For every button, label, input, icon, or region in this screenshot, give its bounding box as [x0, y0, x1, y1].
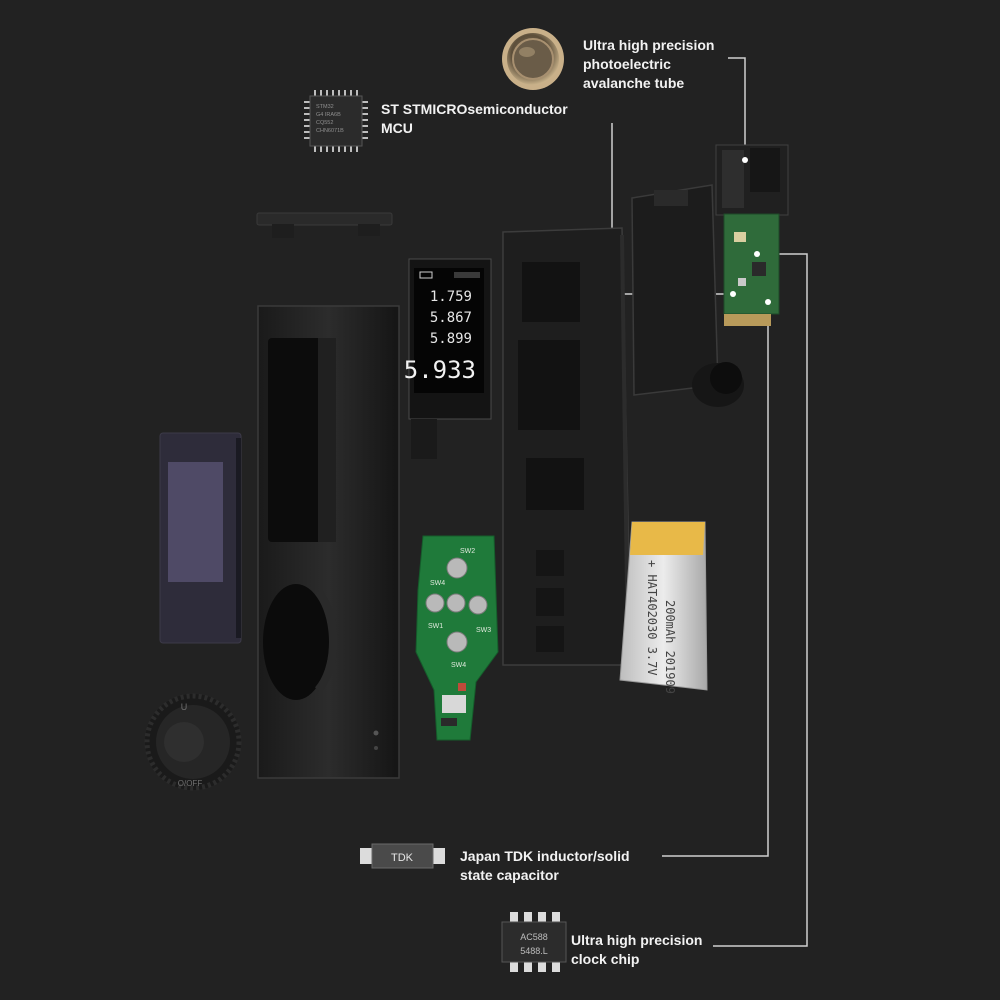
lcd-module: 1.759 5.867 5.899 5.933 — [404, 258, 492, 459]
callout-photodiode-line-3: avalanche tube — [583, 75, 685, 91]
leader-clock — [713, 253, 808, 947]
callout-tdk-line-1: Japan TDK inductor/solid — [460, 848, 630, 864]
mcu-chip-text-2: G4 IRA6B — [316, 112, 341, 118]
power-button-label: O/OFF — [178, 779, 203, 788]
mcu-chip-text-1: STM32 — [316, 104, 334, 110]
screen-panel — [159, 432, 242, 644]
clock-chip-text-2: 5488.L — [520, 946, 548, 956]
leader-tdk — [662, 302, 769, 857]
callout-mcu: ST STMICROsemiconductor MCU — [381, 100, 601, 138]
callout-clock-line-2: clock chip — [571, 951, 640, 967]
keypad-pcb: SW2 SW4 SW1 SW3 SW4 — [415, 535, 499, 741]
key-label-2: SW4 — [430, 580, 445, 587]
clock-chip: AC588 5488.L — [501, 912, 567, 972]
power-button: U O/OFF — [144, 693, 242, 791]
mcu-chip: STM32 G4 IRA6B CQ552 CHN6071B — [304, 90, 368, 152]
laser-pcb — [715, 144, 789, 326]
callout-clock-line-1: Ultra high precision — [571, 932, 703, 948]
rear-frame — [631, 184, 744, 407]
callout-photodiode: Ultra high precision photoelectric avala… — [583, 36, 743, 93]
leader-photodiode — [728, 57, 746, 160]
key-label-1: SW2 — [460, 548, 475, 555]
key-label-3: SW1 — [428, 623, 443, 630]
top-cap — [256, 212, 393, 238]
lcd-main-value: 5.933 — [404, 356, 476, 384]
callout-mcu-line-2: MCU — [381, 120, 413, 136]
key-label-5: SW4 — [451, 662, 466, 669]
inner-frame — [502, 227, 632, 666]
main-housing — [257, 305, 400, 779]
photodiode-lens — [502, 28, 564, 90]
callout-mcu-line-1: ST STMICROsemiconductor — [381, 101, 568, 117]
clock-chip-text-1: AC588 — [520, 932, 548, 942]
key-label-4: SW3 — [476, 627, 491, 634]
callout-photodiode-line-2: photoelectric — [583, 56, 671, 72]
mcu-chip-text-3: CQ552 — [316, 120, 333, 126]
callout-photodiode-line-1: Ultra high precision — [583, 37, 715, 53]
lcd-row-3: 5.899 — [430, 331, 472, 347]
power-button-mark: U — [181, 702, 188, 712]
callout-tdk: Japan TDK inductor/solid state capacitor — [460, 847, 660, 885]
tdk-part: TDK — [360, 843, 445, 869]
callout-clock: Ultra high precision clock chip — [571, 931, 731, 969]
callout-tdk-line-2: state capacitor — [460, 867, 559, 883]
tdk-part-text: TDK — [391, 852, 414, 864]
battery-text-2: 200mAh 201909 — [663, 600, 677, 694]
battery-text-1: + HAT402030 3.7V — [645, 560, 659, 676]
battery: + HAT402030 3.7V 200mAh 201909 — [619, 521, 708, 694]
mcu-chip-text-4: CHN6071B — [316, 128, 344, 134]
lcd-row-2: 5.867 — [430, 310, 472, 326]
lcd-row-1: 1.759 — [430, 289, 472, 305]
